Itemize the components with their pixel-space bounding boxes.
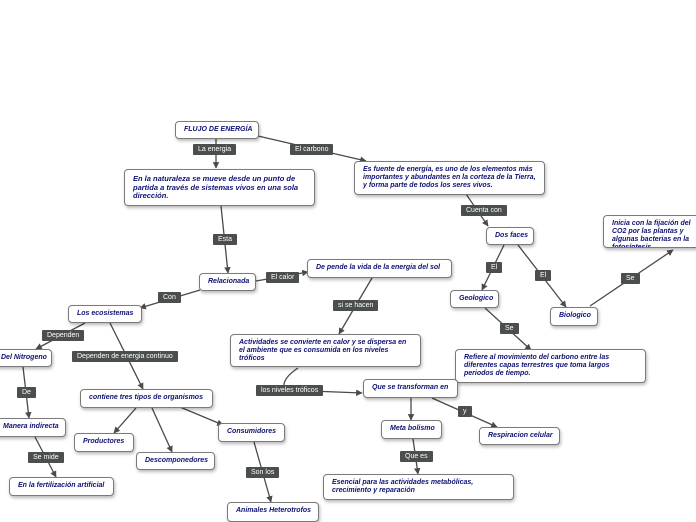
label-la-energia: La energia (193, 144, 237, 155)
label-el-geologico: El (486, 262, 503, 273)
node-flujo-de-energia[interactable]: FLUJO DE ENERGÍA (175, 121, 259, 139)
label-se-mide: Se mide (28, 452, 64, 463)
node-actividades-calor[interactable]: Actividades se convierte en calor y se d… (230, 334, 421, 367)
label-el-carbono: El carbono (290, 144, 334, 155)
label-de: De (17, 387, 36, 398)
node-biologico[interactable]: Biologico (550, 307, 598, 326)
node-naturaleza[interactable]: En la naturaleza se mueve desde un punto… (124, 169, 315, 206)
node-inicia-fijacion[interactable]: Inicia con la fijación del CO2 por las p… (603, 215, 696, 248)
node-depende-vida-sol[interactable]: De pende la vida de la energia del sol (307, 259, 452, 278)
node-dos-faces[interactable]: Dos faces (486, 227, 534, 245)
label-con: Con (158, 292, 181, 303)
label-que-es: Que es (400, 451, 433, 462)
label-dependen: Dependen (42, 330, 85, 341)
node-fertilizacion-artificial[interactable]: En la fertilización artificial (9, 477, 114, 496)
node-fuente-de-energia[interactable]: Es fuente de energía, es uno de los elem… (354, 161, 545, 195)
node-productores[interactable]: Productores (74, 433, 134, 452)
label-cuenta-con: Cuenta con (461, 205, 507, 216)
edge-trestipos-consumidores (179, 406, 224, 426)
node-descomponedores[interactable]: Descomponedores (136, 452, 215, 470)
label-dependen-energia-continuo: Dependen de energia continuo (72, 351, 178, 362)
node-refiere-carbono[interactable]: Refiere al movimiento del carbono entre … (455, 349, 646, 383)
node-manera-indirecta[interactable]: Manera indirecta (0, 418, 66, 437)
label-se-refiere: Se (500, 323, 519, 334)
label-esta: Esta (213, 234, 238, 245)
node-respiracion-celular[interactable]: Respiracion celular (479, 427, 560, 445)
edge-trestipos-descomponedores (151, 407, 173, 453)
label-se-inicia: Se (621, 273, 640, 284)
node-del-nitrogeno[interactable]: Del Nitrogeno (0, 349, 52, 367)
node-geologico[interactable]: Geologico (450, 290, 499, 308)
node-los-ecosistemas[interactable]: Los ecosistemas (68, 305, 142, 323)
edge-trestipos-productores (113, 407, 137, 434)
label-si-se-hacen: si se hacen (333, 300, 379, 311)
node-que-se-transforman[interactable]: Que se transforman en (363, 379, 458, 398)
node-relacionada[interactable]: Relacionada (199, 273, 256, 291)
node-animales-heterotrofos[interactable]: Animales Heterotrofos (227, 502, 319, 522)
node-metabolismo[interactable]: Meta bolismo (381, 420, 442, 439)
node-esencial-metabolicas[interactable]: Esencial para las actividades metabólica… (323, 474, 514, 500)
node-consumidores[interactable]: Consumidores (218, 423, 285, 442)
label-el-calor: El calor (266, 272, 300, 283)
node-tres-tipos-organismos[interactable]: contiene tres tipos de organismos (80, 389, 213, 408)
label-son-los: Son los (246, 467, 280, 478)
label-el-biologico: El (535, 270, 552, 281)
label-y: y (458, 406, 472, 417)
label-los-niveles-troficos: los niveles tróficos (256, 385, 324, 396)
